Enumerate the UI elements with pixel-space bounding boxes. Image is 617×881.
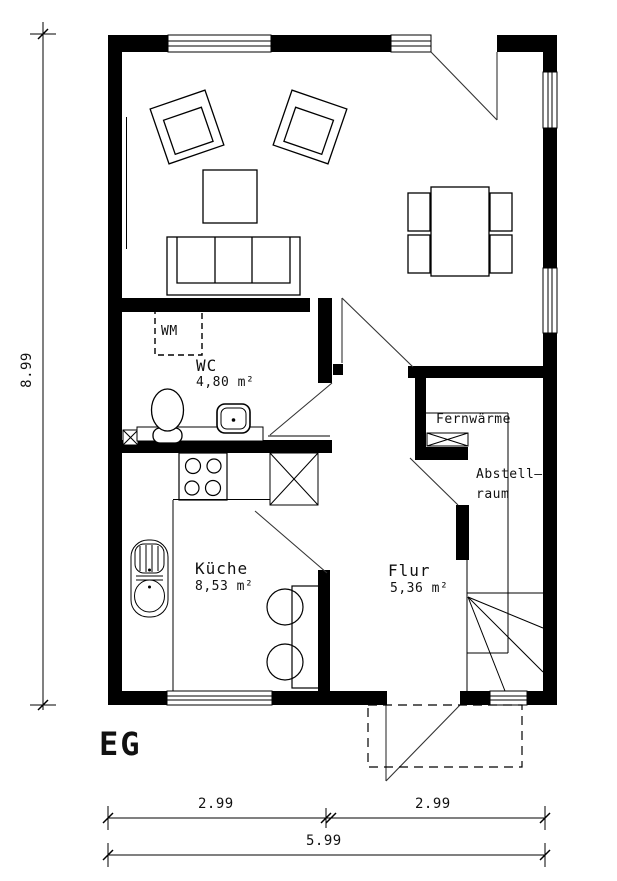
burner-1	[184, 457, 202, 475]
wc-door-swing	[269, 382, 333, 436]
coffee-table	[202, 169, 258, 224]
exterior-walls	[108, 35, 557, 705]
stove	[178, 452, 228, 501]
wall-top-seg2	[271, 35, 391, 52]
tall-unit-fridge	[269, 452, 319, 506]
dim-bottom-total: 5.99	[306, 833, 342, 849]
interior-walls	[108, 298, 543, 691]
dim-line-bottom-total	[102, 843, 551, 867]
wall-wc-top	[108, 298, 310, 312]
wall-wc-door-jamb	[333, 364, 343, 375]
dining-table	[430, 186, 490, 277]
living-to-hall-door	[341, 297, 414, 368]
dining-chair-tl	[407, 192, 431, 232]
kitchen-fixtures	[130, 452, 320, 691]
wc-fixtures	[122, 388, 330, 446]
wall-hall-top	[408, 366, 543, 378]
dining-chair-bl	[407, 234, 431, 274]
wall-bottom-seg2	[272, 691, 387, 705]
burner-3	[184, 480, 200, 496]
window-top-sidelight	[390, 34, 432, 53]
room-name-wc: WC	[196, 356, 218, 375]
porch-outline	[367, 704, 523, 768]
wc-sink-drain	[231, 418, 236, 422]
wc-vent-shaft-x2	[122, 429, 139, 446]
wall-top-seg3	[497, 35, 557, 52]
kitchen-table	[291, 585, 320, 689]
sofa	[166, 236, 301, 296]
wall-left	[108, 35, 122, 705]
dim-bottom-left: 2.99	[198, 796, 234, 812]
room-area-kueche: 8,53 m²	[195, 579, 254, 594]
wall-niche-left	[415, 378, 426, 460]
dim-bottom-right: 2.99	[415, 796, 451, 812]
kitchen-sink	[130, 539, 169, 618]
window-top-left	[167, 34, 272, 53]
wall-right-seg3	[543, 333, 557, 705]
wall-bottom-seg3	[460, 691, 490, 705]
room-area-flur: 5,36 m²	[390, 581, 449, 596]
window-right-lower	[542, 267, 558, 334]
floor-label: EG	[99, 725, 142, 763]
wall-top-seg1	[108, 35, 168, 52]
kitchen-chair-1	[266, 588, 304, 626]
dim-line-vertical	[30, 22, 56, 711]
windows	[166, 34, 558, 706]
washing-machine-box	[154, 309, 203, 356]
dim-line-bottom-split	[102, 806, 551, 830]
toilet-bowl	[150, 388, 185, 432]
district-heating-unit	[426, 432, 469, 447]
burner-4	[204, 479, 222, 497]
wall-wc-bottom	[108, 440, 332, 453]
stair-winder-3	[467, 596, 506, 692]
wall-bottom-seg1	[108, 691, 167, 705]
kitchen-chair-2	[266, 643, 304, 681]
staircase	[466, 560, 544, 692]
abstellraum-label-line1: Abstell–	[476, 467, 543, 482]
window-bottom-kitchen	[166, 690, 273, 706]
abstellraum-label-line2: raum	[476, 487, 510, 502]
wall-right-seg1	[543, 35, 557, 72]
wall-bottom-seg4	[527, 691, 557, 705]
dining-chair-tr	[489, 192, 513, 232]
living-room-furniture	[149, 89, 513, 296]
dim-total-height: 8.99	[19, 352, 35, 388]
washing-machine-label: WM	[161, 324, 178, 339]
window-right-upper	[542, 71, 558, 129]
burner-2	[206, 458, 222, 474]
wall-kitchen-right	[318, 570, 330, 691]
armchair-left	[149, 89, 225, 165]
dining-set	[407, 186, 513, 277]
stair-winder-1	[467, 596, 544, 629]
kitchen-door-swing	[254, 510, 328, 574]
stair-winder-2	[467, 596, 544, 673]
wall-storage-stub	[456, 505, 469, 560]
room-area-wc: 4,80 m²	[196, 375, 255, 390]
wall-wc-right	[318, 298, 332, 383]
room-name-flur: Flur	[388, 561, 431, 580]
armchair-right	[272, 89, 348, 165]
doors	[254, 51, 498, 782]
dining-chair-br	[489, 234, 513, 274]
storage-door-swing	[409, 457, 459, 506]
room-name-kueche: Küche	[195, 559, 249, 578]
terrace-door	[430, 51, 498, 121]
dimension-lines	[30, 22, 551, 867]
fernwaerme-label: Fernwärme	[436, 412, 511, 427]
wall-right-seg2	[543, 128, 557, 268]
window-bottom-entry-sidelight	[489, 690, 528, 706]
wall-niche-bottom	[415, 447, 468, 460]
entrance-door	[385, 704, 461, 782]
